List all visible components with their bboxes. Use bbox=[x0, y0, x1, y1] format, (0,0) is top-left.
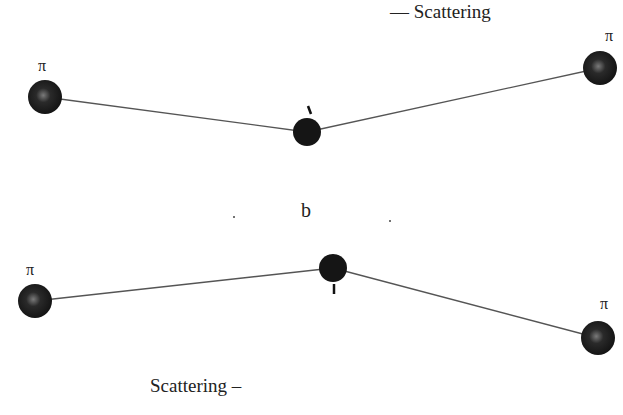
particle-tracks bbox=[35, 68, 600, 338]
dust-dots bbox=[233, 216, 391, 222]
particle-label: π bbox=[605, 28, 613, 44]
particle-label: π bbox=[38, 58, 46, 74]
panel-letter: b bbox=[301, 200, 311, 220]
particle-label: π bbox=[600, 296, 608, 312]
vertex-particles bbox=[293, 118, 347, 282]
diagram-label: Scattering – bbox=[150, 376, 241, 395]
pion-particles bbox=[18, 51, 617, 355]
vertex-marks bbox=[308, 106, 334, 294]
diagram-label: — Scattering bbox=[390, 2, 491, 21]
particle-label: π bbox=[26, 262, 34, 278]
